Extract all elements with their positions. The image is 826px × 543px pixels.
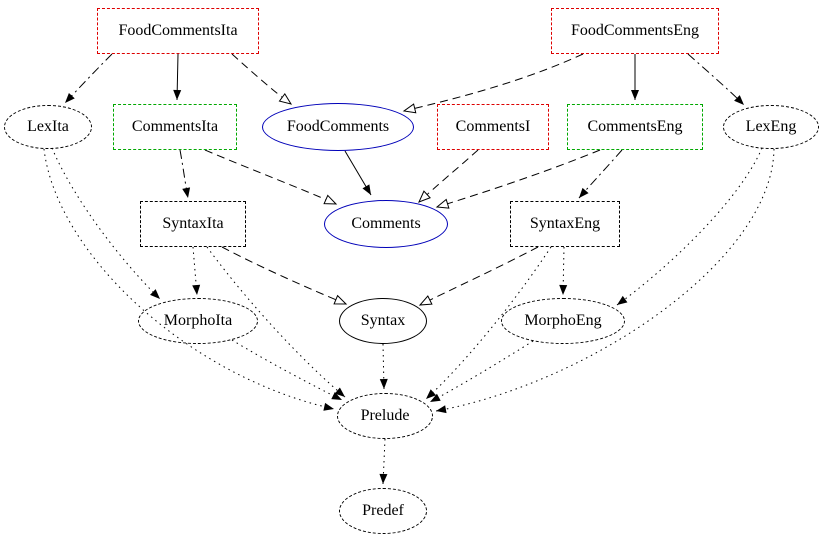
node-LexIta: LexIta <box>4 105 92 149</box>
edge-FoodCommentsIta-FoodComments <box>231 53 293 105</box>
edge-LexEng-MorphoEng <box>616 147 763 306</box>
edge-FoodCommentsIta-LexIta <box>64 53 113 104</box>
node-FoodComments: FoodComments <box>262 103 414 151</box>
edge-MorphoEng-Prelude <box>429 340 534 403</box>
node-label: Comments <box>351 215 421 232</box>
edge-CommentsI-Comments <box>418 149 479 203</box>
edge-SyntaxIta-Prelude <box>206 246 346 398</box>
node-CommentsI: CommentsI <box>437 104 549 150</box>
node-MorphoIta: MorphoIta <box>138 298 258 344</box>
edge-FoodComments-Comments <box>344 150 372 196</box>
edge-LexIta-Prelude <box>43 148 335 411</box>
node-label: SyntaxIta <box>162 215 224 232</box>
edge-FoodCommentsEng-FoodComments <box>402 53 584 114</box>
node-Comments: Comments <box>324 200 448 248</box>
node-label: LexIta <box>27 118 69 135</box>
edge-FoodCommentsIta-CommentsIta <box>173 53 182 101</box>
node-label: CommentsEng <box>587 118 683 135</box>
edge-SyntaxEng-MorphoEng <box>559 246 568 296</box>
node-SyntaxIta: SyntaxIta <box>140 201 246 247</box>
node-label: CommentsI <box>455 118 531 135</box>
edge-CommentsIta-Comments <box>204 149 338 205</box>
node-label: FoodComments <box>286 118 390 135</box>
edge-SyntaxIta-Syntax <box>221 246 348 305</box>
node-LexEng: LexEng <box>723 105 819 149</box>
node-Syntax: Syntax <box>339 298 427 344</box>
node-Prelude: Prelude <box>337 393 433 439</box>
node-FoodCommentsEng: FoodCommentsEng <box>551 8 719 54</box>
node-CommentsEng: CommentsEng <box>567 104 703 150</box>
node-MorphoEng: MorphoEng <box>501 298 625 344</box>
edge-Prelude-Predef <box>379 438 388 485</box>
edge-CommentsEng-Comments <box>435 149 601 209</box>
edge-SyntaxEng-Syntax <box>418 246 539 306</box>
node-SyntaxEng: SyntaxEng <box>510 201 620 247</box>
node-label: CommentsIta <box>131 118 219 135</box>
edge-LexEng-Prelude <box>435 148 775 414</box>
edge-CommentsIta-SyntaxIta <box>179 149 191 199</box>
edge-Syntax-Prelude <box>379 343 388 390</box>
node-label: Prelude <box>360 407 410 424</box>
edge-MorphoIta-Prelude <box>231 339 343 401</box>
node-FoodCommentsIta: FoodCommentsIta <box>97 8 259 54</box>
node-CommentsIta: CommentsIta <box>113 104 237 150</box>
edge-SyntaxIta-MorphoIta <box>192 246 201 296</box>
edge-CommentsEng-SyntaxEng <box>578 149 623 199</box>
node-Predef: Predef <box>339 488 427 534</box>
node-label: Predef <box>362 502 404 519</box>
edge-FoodCommentsEng-LexEng <box>687 53 745 106</box>
node-label: FoodCommentsIta <box>118 22 238 39</box>
node-label: LexEng <box>745 118 797 135</box>
node-label: MorphoEng <box>524 312 602 329</box>
edge-LexIta-MorphoIta <box>51 147 161 300</box>
node-label: Syntax <box>360 312 406 329</box>
node-label: SyntaxEng <box>529 215 601 232</box>
node-label: FoodCommentsEng <box>570 22 699 39</box>
node-label: MorphoIta <box>163 312 233 329</box>
